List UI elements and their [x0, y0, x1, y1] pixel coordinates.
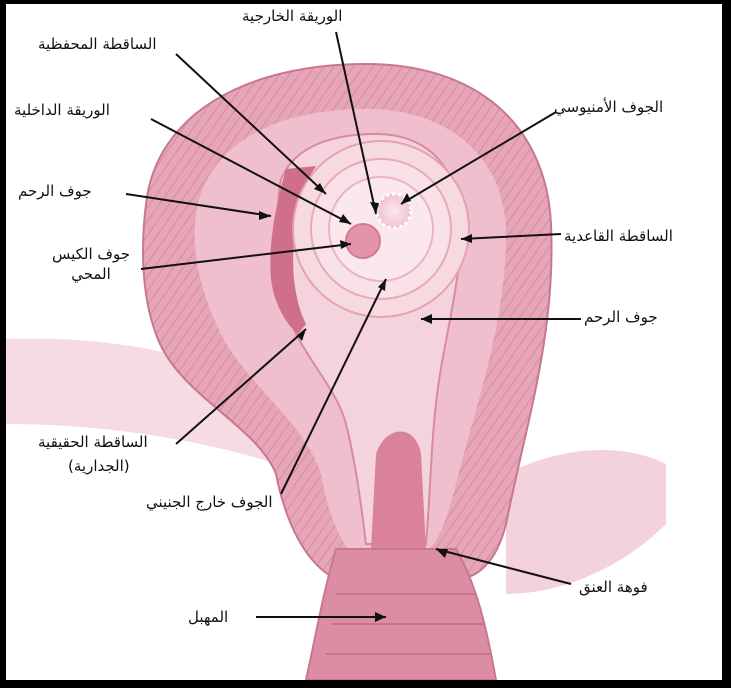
cervical-canal — [371, 432, 426, 550]
label-extraembryonic-coelom: الجوف خارج الجنيني — [146, 492, 273, 512]
label-yolk-sac-cavity: جوف الكيس المحي — [46, 244, 136, 284]
label-parietal-decidua-1: الساقطة الحقيقية — [38, 432, 148, 452]
chorion-ring-inner — [329, 177, 433, 281]
label-capsular-decidua: الساقطة المحفظية — [38, 34, 157, 54]
label-uterine-cavity-right: جوف الرحم — [584, 307, 658, 327]
label-uterine-cavity-left: جوف الرحم — [18, 181, 92, 201]
diagram-frame: الوريقة الخارجية الساقطة المحفظية الوريق… — [6, 4, 722, 680]
label-amniotic-cavity: الجوف الأمنيوسي — [554, 97, 663, 117]
label-cervical-os: فوهة العنق — [579, 577, 648, 597]
label-vagina: المهبل — [188, 607, 228, 627]
label-basal-decidua: الساقطة القاعدية — [564, 226, 673, 246]
yolk-sac — [346, 224, 380, 258]
label-outer-layer: الوريقة الخارجية — [242, 6, 342, 26]
label-inner-layer: الوريقة الداخلية — [14, 100, 110, 120]
label-parietal-decidua-2: (الجدارية) — [68, 456, 130, 476]
